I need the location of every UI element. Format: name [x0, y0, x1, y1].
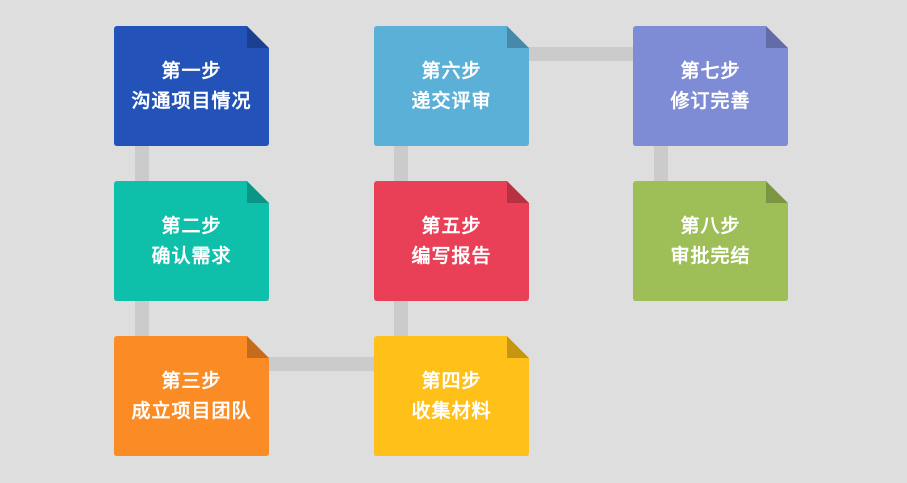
step-label: 成立项目团队 — [131, 400, 252, 422]
connector-step3-step4 — [265, 357, 380, 371]
connector-step6-step7 — [525, 47, 640, 61]
corner-fold — [766, 26, 788, 48]
step-label: 收集材料 — [411, 400, 492, 422]
corner-fold — [247, 181, 269, 203]
step-label: 确认需求 — [151, 245, 232, 267]
connector-step1-step2 — [135, 140, 149, 190]
corner-fold — [247, 336, 269, 358]
step-number: 第六步 — [421, 60, 482, 82]
step-card-4: 第四步 收集材料 — [374, 336, 529, 456]
step-number: 第四步 — [421, 370, 482, 392]
step-card-1: 第一步 沟通项目情况 — [114, 26, 269, 146]
connector-step2-step3 — [135, 295, 149, 345]
step-number: 第七步 — [680, 60, 741, 82]
step-label: 递交评审 — [411, 90, 492, 112]
step-label: 编写报告 — [411, 245, 492, 267]
corner-fold — [507, 336, 529, 358]
connector-step5-step6 — [394, 140, 408, 190]
step-label: 修订完善 — [670, 90, 751, 112]
corner-fold — [507, 181, 529, 203]
step-card-3: 第三步 成立项目团队 — [114, 336, 269, 456]
step-number: 第一步 — [161, 60, 222, 82]
step-number: 第五步 — [421, 215, 482, 237]
step-card-7: 第七步 修订完善 — [633, 26, 788, 146]
step-card-8: 第八步 审批完结 — [633, 181, 788, 301]
step-number: 第八步 — [680, 215, 741, 237]
connector-step4-step5 — [394, 295, 408, 345]
step-number: 第二步 — [161, 215, 222, 237]
step-label: 沟通项目情况 — [131, 90, 252, 112]
corner-fold — [507, 26, 529, 48]
step-number: 第三步 — [161, 370, 222, 392]
step-card-2: 第二步 确认需求 — [114, 181, 269, 301]
corner-fold — [766, 181, 788, 203]
step-label: 审批完结 — [670, 245, 751, 267]
step-card-5: 第五步 编写报告 — [374, 181, 529, 301]
connector-step7-step8 — [654, 140, 668, 190]
corner-fold — [247, 26, 269, 48]
step-card-6: 第六步 递交评审 — [374, 26, 529, 146]
